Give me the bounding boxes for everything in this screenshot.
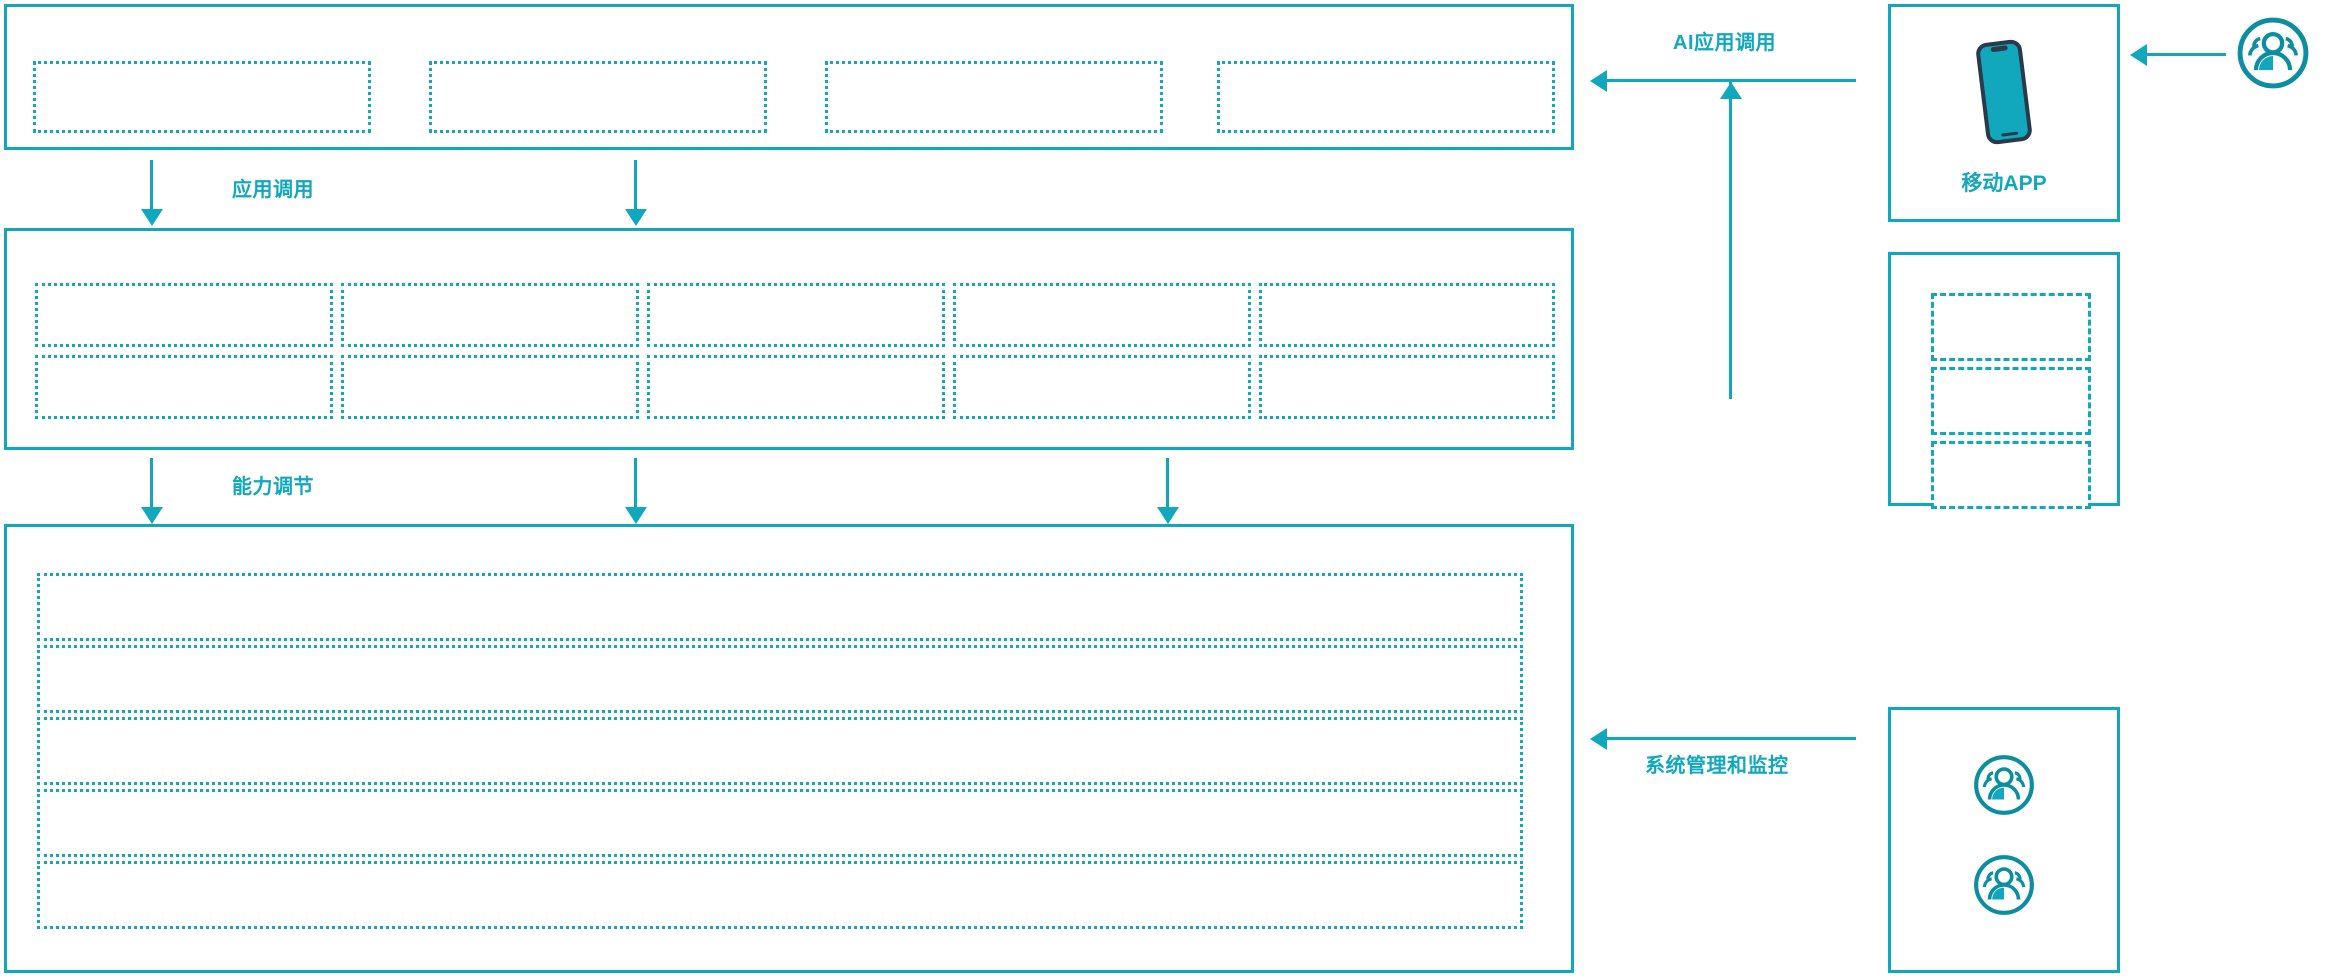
capability-cell-2-1[interactable] (341, 283, 639, 347)
capability-tune-label: 能力调节 (232, 476, 314, 498)
platform-row-2[interactable] (37, 645, 1523, 713)
platform-row-3[interactable] (37, 717, 1523, 785)
platform-row-1[interactable] (37, 573, 1523, 641)
channel-item-3[interactable] (1931, 441, 2091, 509)
channel-panel[interactable] (1888, 252, 2120, 509)
application-layer-box-1[interactable] (33, 61, 371, 133)
capability-cell-5-1[interactable] (1259, 283, 1555, 347)
application-layer-box-4[interactable] (1217, 61, 1555, 133)
arrow-head-up-icon (1719, 82, 1742, 99)
ai-app-invoke-label: AI应用调用 (1673, 32, 1776, 54)
app-invoke-arrow-1 (140, 160, 163, 226)
end-user-actor (2234, 14, 2312, 97)
arrow-head-down-icon (1156, 507, 1179, 524)
channel-item-1[interactable] (1931, 293, 2091, 361)
capability-cell-3-1[interactable] (647, 283, 945, 347)
capability-tune-arrow-3 (1156, 458, 1179, 524)
capability-cell-4-1[interactable] (953, 283, 1251, 347)
arrow-head-down-icon (140, 209, 163, 226)
platform-row-5[interactable] (37, 861, 1523, 929)
end-user-to-mobile-arrow (2130, 43, 2226, 66)
smartphone-icon (1969, 37, 2039, 152)
app-invoke-label: 应用调用 (232, 179, 314, 201)
system-admin-monitor-arrow (1590, 727, 1856, 750)
mobile-app-panel[interactable]: 移动APP (1888, 4, 2120, 222)
application-layer (4, 4, 1574, 150)
capability-cell-4-2[interactable] (953, 355, 1251, 419)
arrow-head-left-icon (2130, 43, 2147, 66)
platform-row-4[interactable] (37, 789, 1523, 857)
capability-cell-1-2[interactable] (35, 355, 333, 419)
capability-tune-arrow-2 (624, 458, 647, 524)
arrow-head-left-icon (1590, 727, 1607, 750)
channel-to-ai-elbow (1729, 79, 1856, 399)
capability-layer (4, 228, 1574, 450)
user-group-icon-2 (1971, 852, 2037, 923)
arrow-head-down-icon (624, 209, 647, 226)
capability-tune-arrow-1 (140, 458, 163, 524)
application-layer-box-2[interactable] (429, 61, 767, 133)
application-layer-box-3[interactable] (825, 61, 1163, 133)
arrow-head-down-icon (140, 507, 163, 524)
user-group-icon-1 (1971, 752, 2037, 823)
capability-cell-5-2[interactable] (1259, 355, 1555, 419)
mobile-app-caption: 移动APP (1961, 172, 2047, 195)
capability-cell-3-2[interactable] (647, 355, 945, 419)
platform-layer (4, 524, 1574, 973)
capability-cell-2-2[interactable] (341, 355, 639, 419)
operations-panel[interactable] (1888, 707, 2120, 973)
arrow-head-down-icon (624, 507, 647, 524)
capability-cell-1-1[interactable] (35, 283, 333, 347)
app-invoke-arrow-2 (624, 160, 647, 226)
channel-item-2[interactable] (1931, 367, 2091, 435)
system-admin-monitor-label: 系统管理和监控 (1645, 755, 1789, 777)
arrow-head-left-icon (1590, 69, 1607, 92)
